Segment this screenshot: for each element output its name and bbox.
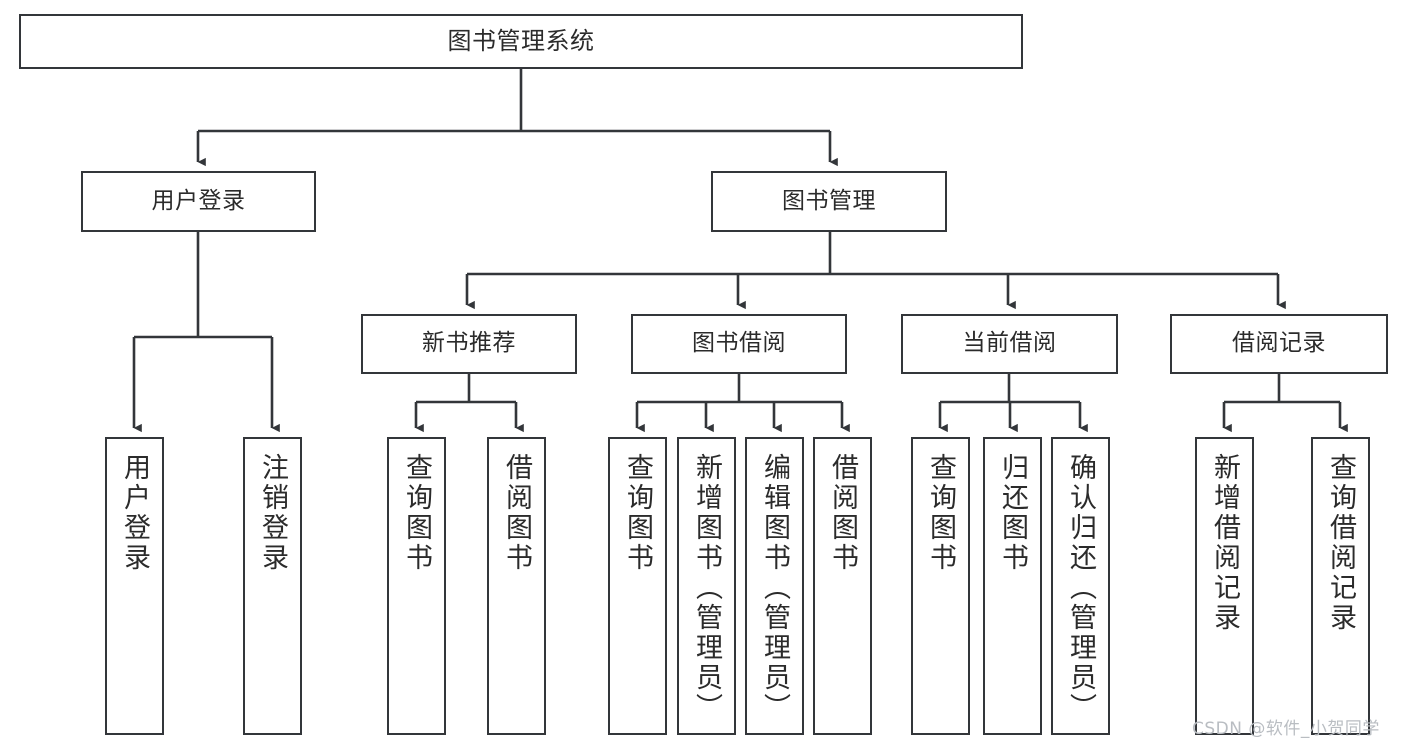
leaf-user-login[interactable]: 用户登录 xyxy=(105,437,164,735)
node-label: 用户登录 xyxy=(119,453,150,573)
node-book-management[interactable]: 图书管理 xyxy=(711,171,947,232)
node-label: 用户登录 xyxy=(151,187,246,214)
node-new-book-recommend[interactable]: 新书推荐 xyxy=(361,314,577,374)
node-label: 借阅图书 xyxy=(501,453,532,573)
node-label: 归还图书 xyxy=(997,453,1028,573)
node-label: 确认归还（管理员） xyxy=(1065,453,1096,723)
node-label: 注销登录 xyxy=(257,453,288,573)
leaf-query-borrow-record[interactable]: 查询借阅记录 xyxy=(1311,437,1370,735)
node-label: 图书借阅 xyxy=(692,330,786,357)
node-label: 图书管理 xyxy=(782,187,876,214)
node-user-login[interactable]: 用户登录 xyxy=(81,171,316,232)
leaf-confirm-return-admin[interactable]: 确认归还（管理员） xyxy=(1051,437,1110,735)
node-label: 当前借阅 xyxy=(962,330,1057,357)
leaf-query-book-current[interactable]: 查询图书 xyxy=(911,437,970,735)
leaf-add-book-admin[interactable]: 新增图书（管理员） xyxy=(677,437,736,735)
watermark: CSDN @软件_小贺同学 xyxy=(1192,719,1380,739)
node-book-borrow[interactable]: 图书借阅 xyxy=(631,314,847,374)
node-label: 查询借阅记录 xyxy=(1325,453,1356,633)
node-label: 查询图书 xyxy=(925,453,956,573)
node-label: 新增图书（管理员） xyxy=(691,453,722,723)
node-current-borrow[interactable]: 当前借阅 xyxy=(901,314,1118,374)
leaf-query-book[interactable]: 查询图书 xyxy=(608,437,667,735)
leaf-borrow-book[interactable]: 借阅图书 xyxy=(813,437,872,735)
node-label: 查询图书 xyxy=(401,453,432,573)
leaf-logout[interactable]: 注销登录 xyxy=(243,437,302,735)
node-label: 查询图书 xyxy=(622,453,653,573)
node-root[interactable]: 图书管理系统 xyxy=(19,14,1023,69)
node-borrow-record[interactable]: 借阅记录 xyxy=(1170,314,1388,374)
leaf-query-book-recommend[interactable]: 查询图书 xyxy=(387,437,446,735)
leaf-borrow-book-recommend[interactable]: 借阅图书 xyxy=(487,437,546,735)
node-label: 借阅图书 xyxy=(827,453,858,573)
node-label: 借阅记录 xyxy=(1232,330,1326,357)
node-label: 图书管理系统 xyxy=(447,27,595,56)
node-label: 编辑图书（管理员） xyxy=(759,453,790,723)
leaf-return-book[interactable]: 归还图书 xyxy=(983,437,1042,735)
leaf-edit-book-admin[interactable]: 编辑图书（管理员） xyxy=(745,437,804,735)
node-label: 新书推荐 xyxy=(422,330,516,357)
node-label: 新增借阅记录 xyxy=(1209,453,1240,633)
leaf-add-borrow-record[interactable]: 新增借阅记录 xyxy=(1195,437,1254,735)
